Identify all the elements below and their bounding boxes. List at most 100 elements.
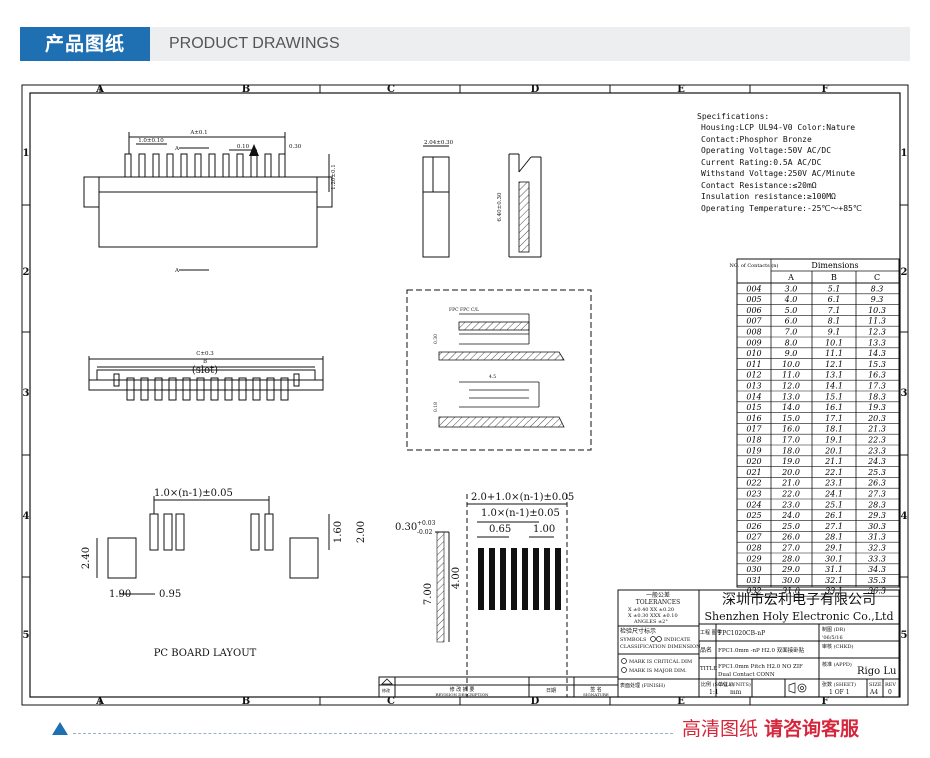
col-label-e-top: E	[677, 84, 685, 95]
sym-2: INDICATE	[664, 637, 691, 643]
footer-text-1: 高清图纸	[682, 718, 765, 740]
row-label-5-right: 5	[901, 630, 908, 641]
dims-title: Dimensions	[811, 261, 858, 270]
table-cell-value: 15.3	[868, 360, 886, 369]
table-cell-n: 012	[746, 371, 761, 380]
table-cell-value: 25.3	[867, 468, 886, 477]
bottom-view	[88, 356, 324, 391]
table-cell-n: 004	[746, 284, 761, 293]
technical-drawing: A B C D E F A B C D E F 1 2 3 4 5 1 2 3 …	[21, 84, 909, 707]
table-cell-n: 024	[746, 500, 761, 509]
table-cell-n: 017	[746, 425, 762, 434]
table-cell-value: 22.3	[867, 436, 886, 445]
sym-3: CLASSIFICATION DIMENSION	[620, 644, 701, 650]
col-label-c-top: C	[387, 84, 395, 95]
table-cell-value: 11.3	[868, 317, 886, 326]
table-cell-value: 12.0	[782, 382, 800, 391]
footer-divider	[73, 733, 673, 734]
table-cell-value: 21.3	[867, 425, 886, 434]
table-cell-value: 19.1	[825, 436, 843, 445]
pn-label: 工程 图号	[700, 629, 722, 636]
table-cell-value: 33.1	[825, 587, 843, 596]
table-cell-value: 26.3	[867, 479, 886, 488]
tol-cn: 一般公差	[646, 591, 670, 599]
table-cell-value: 29.1	[824, 544, 843, 553]
front-view	[83, 132, 333, 271]
table-cell-n: 025	[746, 511, 761, 520]
table-cell-value: 10.3	[868, 306, 886, 315]
dim-640-label: 6.40±0.30	[497, 192, 503, 222]
sheet-label: 张数 (SHEET)	[822, 681, 856, 688]
table-cell-n: 023	[746, 490, 761, 499]
fpc-pitch-label: 1.0×(n-1)±0.05	[481, 508, 560, 519]
dimensions-table: Dimensions NO. of Contacts (n) A B C 004…	[730, 258, 900, 597]
table-cell-value: 8.1	[828, 317, 841, 326]
header-badge: 产品图纸	[20, 27, 150, 61]
col-label-d-top: D	[531, 84, 540, 95]
table-cell-value: 8.0	[785, 338, 798, 347]
table-cell-n: 010	[746, 349, 761, 358]
table-cell-value: 14.0	[782, 403, 800, 412]
table-cell-value: 15.1	[825, 392, 843, 401]
table-cell-value: 9.0	[785, 349, 798, 358]
fpc-fingers	[478, 548, 561, 610]
spec-line-8: Operating Temperature:-25℃～+85℃	[701, 204, 862, 213]
row-label-3-left: 3	[23, 388, 30, 399]
dim-a-label: A±0.1	[189, 130, 207, 136]
side-view	[422, 145, 542, 258]
table-cell-value: 25.0	[781, 522, 800, 531]
side-contact-hatch	[518, 181, 530, 253]
table-cell-value: 14.3	[868, 349, 886, 358]
spec-line-2: Contact:Phosphor Bronze	[701, 135, 812, 144]
table-cell-value: 32.3	[868, 544, 886, 553]
section-a-bottom: A	[174, 268, 180, 274]
units-value: mm	[730, 689, 742, 696]
table-cell-value: 3.0	[785, 284, 798, 293]
pcb-pitch-label: 1.0×(n-1)±0.05	[154, 488, 233, 499]
table-cell-value: 27.1	[824, 522, 843, 531]
table-cell-value: 18.0	[782, 446, 800, 455]
table-cell-n: 032	[746, 587, 761, 596]
col-label-f-top: F	[821, 84, 828, 95]
table-cell-value: 23.0	[781, 500, 800, 509]
spec-line-7: Insulation resistance:≥100MΩ	[701, 192, 836, 201]
table-cell-value: 13.1	[825, 371, 843, 380]
dim-120-label: 1.20±0.1	[331, 164, 337, 190]
footer-text-2: 请咨询客服	[764, 718, 860, 740]
dim-b-label: B	[203, 359, 207, 365]
footer-contact[interactable]: 高清图纸 请咨询客服	[682, 714, 859, 741]
table-cell-value: 16.1	[825, 403, 843, 412]
fpc-tol-minus: -0.02	[417, 529, 433, 536]
fpc-400-label: 4.00	[451, 567, 462, 589]
table-cell-value: 32.1	[825, 576, 843, 585]
table-cell-n: 018	[746, 436, 761, 445]
company-cn: 深圳市宏利电子有限公司	[722, 591, 876, 608]
col-label-e-bottom: E	[677, 696, 685, 707]
table-cell-value: 22.0	[781, 490, 800, 499]
sym-1: SYMBOLS	[620, 637, 647, 643]
table-cell-value: 28.0	[781, 554, 800, 563]
table-cell-value: 20.1	[824, 446, 843, 455]
table-cell-value: 10.0	[782, 360, 800, 369]
row-label-5-left: 5	[23, 630, 30, 641]
dim-010-label: 0.10	[237, 144, 250, 150]
table-cell-value: 35.3	[868, 576, 886, 585]
col-label-c-bottom: C	[387, 696, 395, 707]
table-cell-value: 30.0	[782, 576, 800, 585]
fpc-065-label: 0.65	[489, 524, 511, 535]
title-block	[378, 589, 900, 698]
table-cell-n: 030	[746, 565, 761, 574]
tol-2: X ±0.30 XXX ±0.10	[628, 613, 678, 619]
table-cell-value: 33.3	[868, 554, 886, 563]
table-cell-value: 26.0	[781, 533, 800, 542]
rev-h3: 日期	[546, 688, 556, 694]
table-cell-n: 007	[746, 317, 762, 326]
title-line-1: FPC1.0mm Pitch H2.0 NO ZIF	[718, 664, 803, 670]
table-cell-value: 12.1	[825, 360, 843, 369]
title-label: TITLE	[700, 666, 717, 672]
dr-date: '06/5/16	[822, 635, 843, 641]
table-cell-n: 020	[746, 457, 761, 466]
table-cell-value: 10.1	[825, 338, 843, 347]
symbol-icons	[621, 636, 662, 673]
projection-icon	[788, 682, 807, 694]
